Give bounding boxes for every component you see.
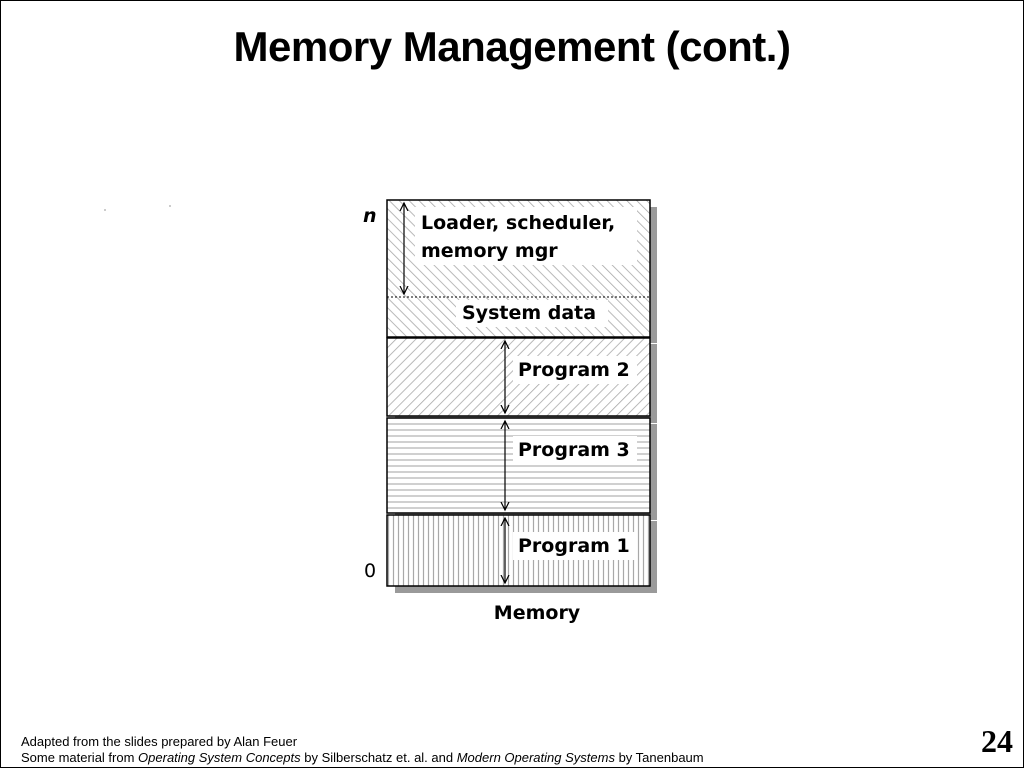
footer-suffix: by Tanenbaum [614, 750, 704, 765]
region-system-data-label: System data [462, 302, 596, 324]
footer-credits: Adapted from the slides prepared by Alan… [21, 734, 704, 766]
slide-title: Memory Management (cont.) [233, 23, 791, 70]
region-loader-label-line-1: Loader, scheduler, [421, 212, 615, 234]
label-bg-program-2 [513, 356, 637, 384]
label-bg-program-1 [513, 532, 637, 560]
memory-caption: Memory [494, 602, 581, 624]
region-program-3-block [386, 417, 651, 514]
footer-mid: by Silberschatz et. al. and [300, 750, 457, 765]
region-program-1-label: Program 1 [518, 535, 630, 557]
footer-line-1: Adapted from the slides prepared by Alan… [21, 734, 298, 749]
footer-book-1: Operating System Concepts [138, 750, 301, 765]
label-bg-loader [415, 207, 637, 265]
speck-mark [104, 209, 106, 211]
page-number: 24 [981, 723, 1013, 759]
footer-prefix: Some material from [21, 750, 139, 765]
region-program-2-label: Program 2 [518, 359, 630, 381]
footer-book-2: Modern Operating Systems [456, 750, 615, 765]
region-loader-label-line-2: memory mgr [421, 240, 558, 262]
top-address-label: n [363, 205, 377, 227]
footer-line-2: Some material from Operating System Conc… [21, 750, 704, 766]
label-bg-program-3 [513, 436, 637, 464]
bottom-address-label: 0 [364, 560, 376, 582]
speck-mark [169, 205, 171, 207]
label-bg-system-data [456, 300, 608, 327]
region-program-3-label: Program 3 [518, 439, 630, 461]
